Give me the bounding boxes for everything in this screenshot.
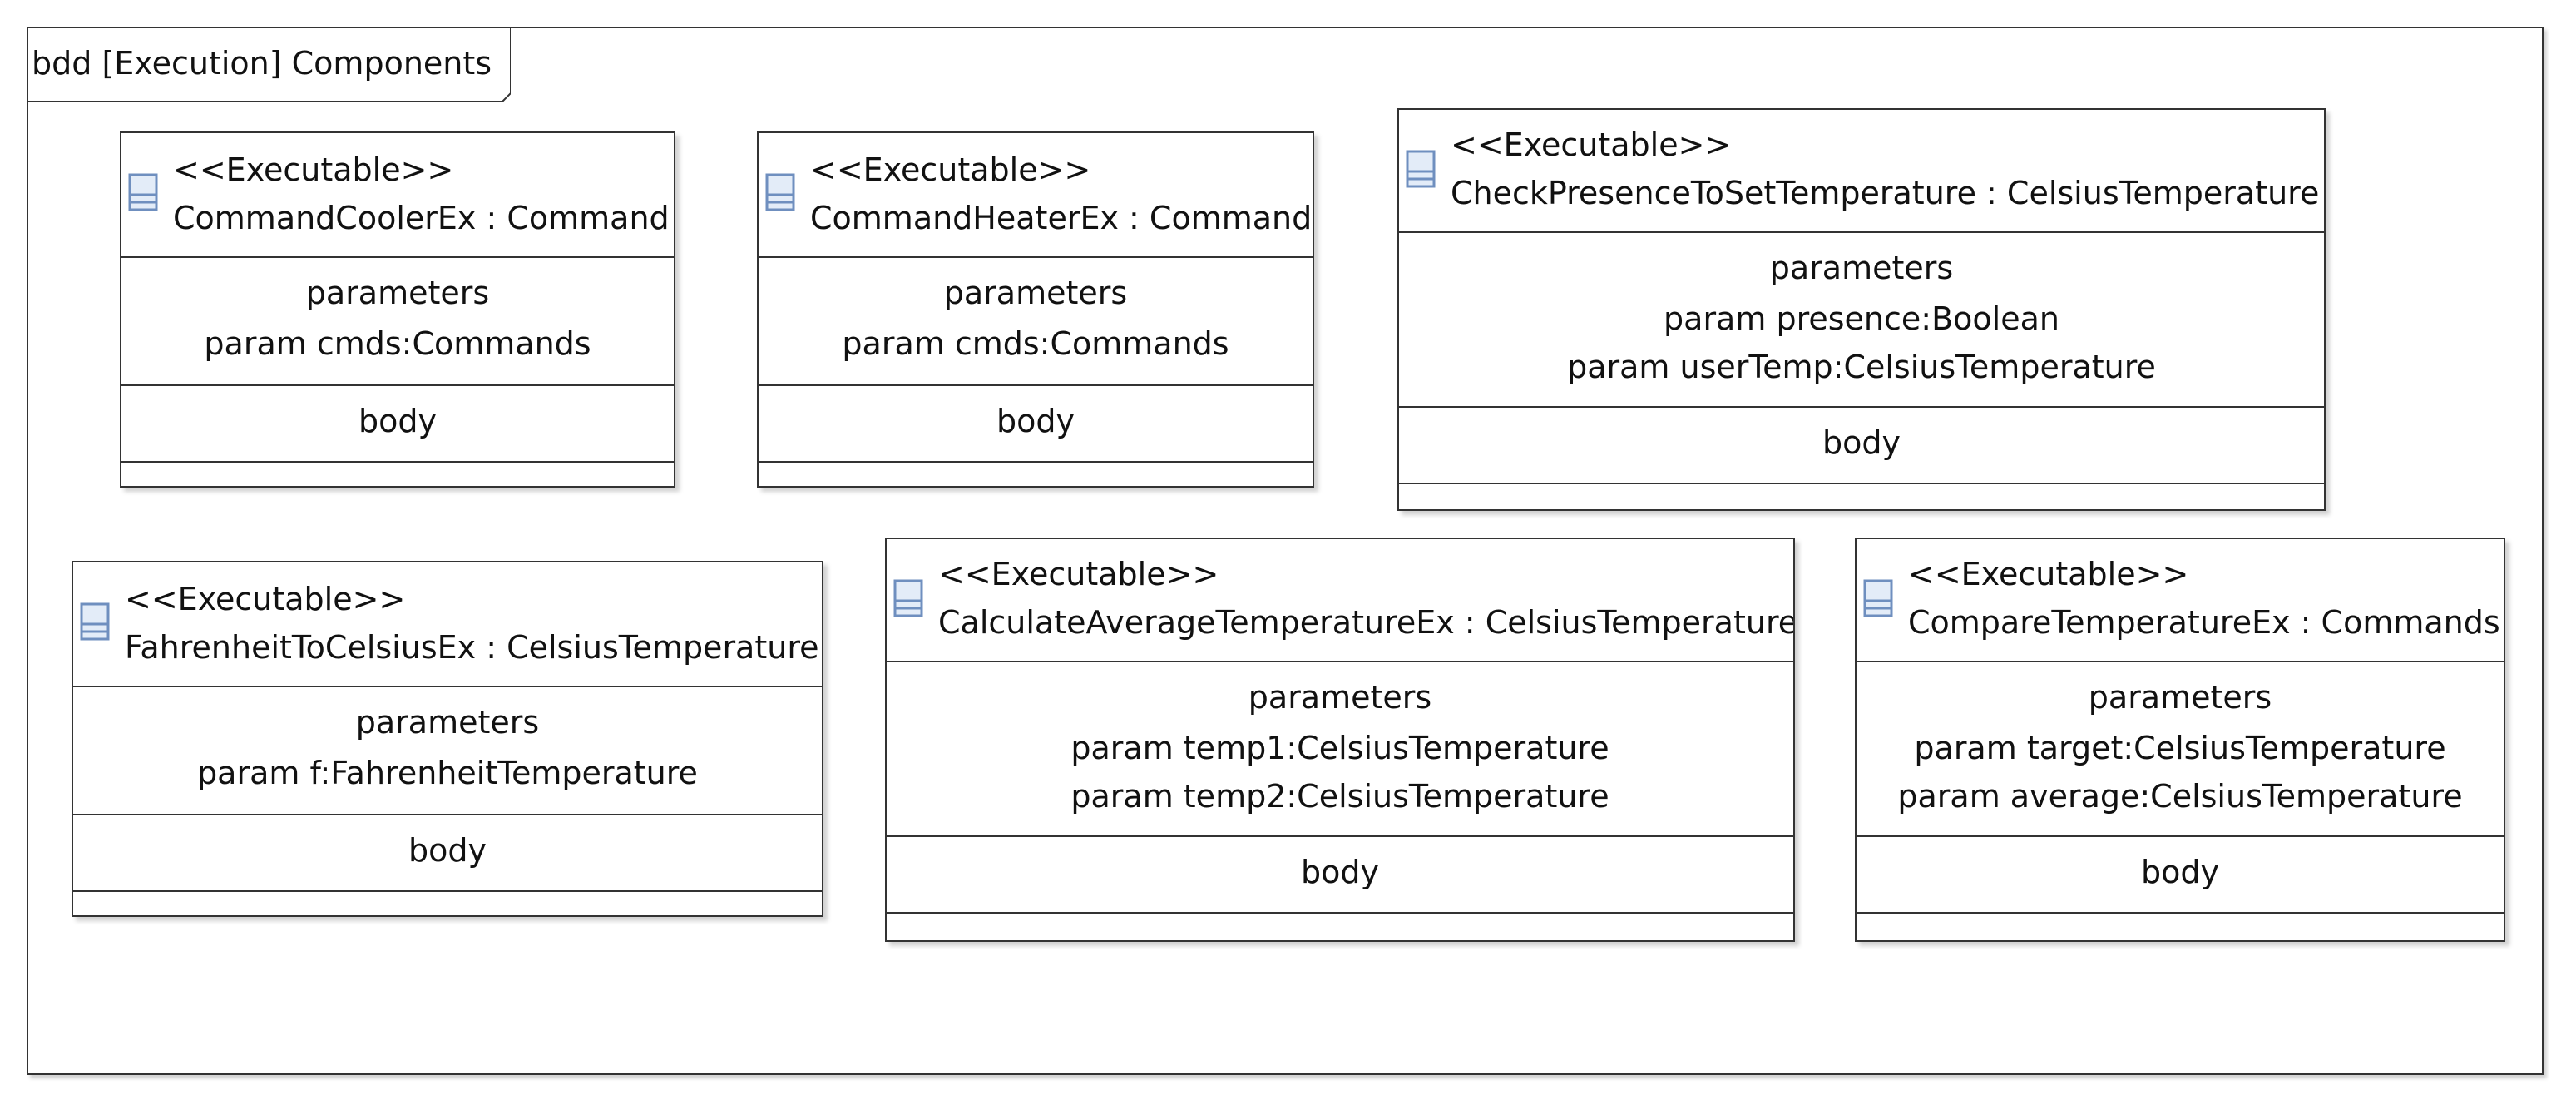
block-icon [1863,579,1893,617]
block-compare-temperature-ex[interactable]: <<Executable>> CompareTemperatureEx : Co… [1855,538,2505,942]
param-list: param presence:Boolean param userTemp:Ce… [1399,286,2324,391]
parameters-compartment: parameters param cmds:Commands [759,258,1313,386]
body-compartment: body [887,837,1793,914]
block-name: CompareTemperatureEx : Commands [1908,604,2500,641]
block-stereotype: <<Executable>> [810,151,1091,188]
block-stereotype: <<Executable>> [1908,556,2189,592]
param-item: param temp1:CelsiusTemperature [1070,730,1609,766]
frame-label: bdd [Execution] Components [32,45,492,82]
compartment-title: body [408,832,487,869]
compartment-title: parameters [943,275,1128,311]
param-item: param cmds:Commands [204,325,591,362]
block-icon [765,173,795,211]
block-command-heater-ex[interactable]: <<Executable>> CommandHeaterEx : Command… [757,131,1314,488]
block-header: <<Executable>> FahrenheitToCelsiusEx : C… [73,562,822,687]
block-stereotype: <<Executable>> [125,581,406,617]
body-compartment: body [1399,408,2324,484]
block-calculate-average-temperature-ex[interactable]: <<Executable>> CalculateAverageTemperatu… [885,538,1795,942]
param-list: param cmds:Commands [121,311,674,368]
compartment-title: parameters [2088,679,2272,716]
body-compartment: body [73,815,822,892]
block-stereotype: <<Executable>> [938,556,1219,592]
block-name: CheckPresenceToSetTemperature : CelsiusT… [1451,175,2320,211]
param-item: param target:CelsiusTemperature [1914,730,2446,766]
compartment-title: parameters [1248,679,1432,716]
block-name: CalculateAverageTemperatureEx : CelsiusT… [938,604,1795,641]
param-item: param userTemp:CelsiusTemperature [1567,349,2156,385]
compartment-title: parameters [1769,250,1954,286]
body-compartment: body [759,386,1313,463]
block-header: <<Executable>> CalculateAverageTemperatu… [887,539,1793,662]
block-name: CommandHeaterEx : Command [810,200,1313,236]
block-header: <<Executable>> CommandHeaterEx : Command [759,133,1313,258]
block-header: <<Executable>> CompareTemperatureEx : Co… [1857,539,2504,662]
compartment-title: body [358,403,437,439]
parameters-compartment: parameters param cmds:Commands [121,258,674,386]
compartment-title: body [1301,854,1379,890]
param-item: param presence:Boolean [1664,300,2059,337]
compartment-title: parameters [305,275,490,311]
diagram-frame: bdd [Execution] Components [27,27,2544,1075]
block-header: <<Executable>> CheckPresenceToSetTempera… [1399,110,2324,233]
block-stereotype: <<Executable>> [173,151,454,188]
compartment-title: body [996,403,1075,439]
body-compartment: body [121,386,674,463]
param-list: param f:FahrenheitTemperature [73,741,822,797]
param-list: param target:CelsiusTemperature param av… [1857,716,2504,820]
block-check-presence-to-set-temperature[interactable]: <<Executable>> CheckPresenceToSetTempera… [1397,108,2326,511]
param-item: param cmds:Commands [842,325,1229,362]
param-item: param average:CelsiusTemperature [1897,778,2463,815]
block-icon [128,173,158,211]
block-command-cooler-ex[interactable]: <<Executable>> CommandCoolerEx : Command… [120,131,675,488]
block-icon [893,579,923,617]
block-icon [80,602,110,641]
body-compartment: body [1857,837,2504,914]
compartment-title: body [2141,854,2219,890]
block-stereotype: <<Executable>> [1451,126,1732,163]
block-name: FahrenheitToCelsiusEx : CelsiusTemperatu… [125,629,819,666]
parameters-compartment: parameters param target:CelsiusTemperatu… [1857,662,2504,837]
parameters-compartment: parameters param presence:Boolean param … [1399,233,2324,408]
block-name: CommandCoolerEx : Command [173,200,670,236]
param-item: param f:FahrenheitTemperature [197,755,698,791]
parameters-compartment: parameters param f:FahrenheitTemperature [73,687,822,815]
block-fahrenheit-to-celsius-ex[interactable]: <<Executable>> FahrenheitToCelsiusEx : C… [72,561,823,917]
block-icon [1406,150,1436,188]
parameters-compartment: parameters param temp1:CelsiusTemperatur… [887,662,1793,837]
block-header: <<Executable>> CommandCoolerEx : Command [121,133,674,258]
compartment-title: body [1822,424,1901,461]
frame-tab [28,28,511,102]
param-item: param temp2:CelsiusTemperature [1070,778,1609,815]
param-list: param temp1:CelsiusTemperature param tem… [887,716,1793,820]
compartment-title: parameters [355,704,540,741]
param-list: param cmds:Commands [759,311,1313,368]
